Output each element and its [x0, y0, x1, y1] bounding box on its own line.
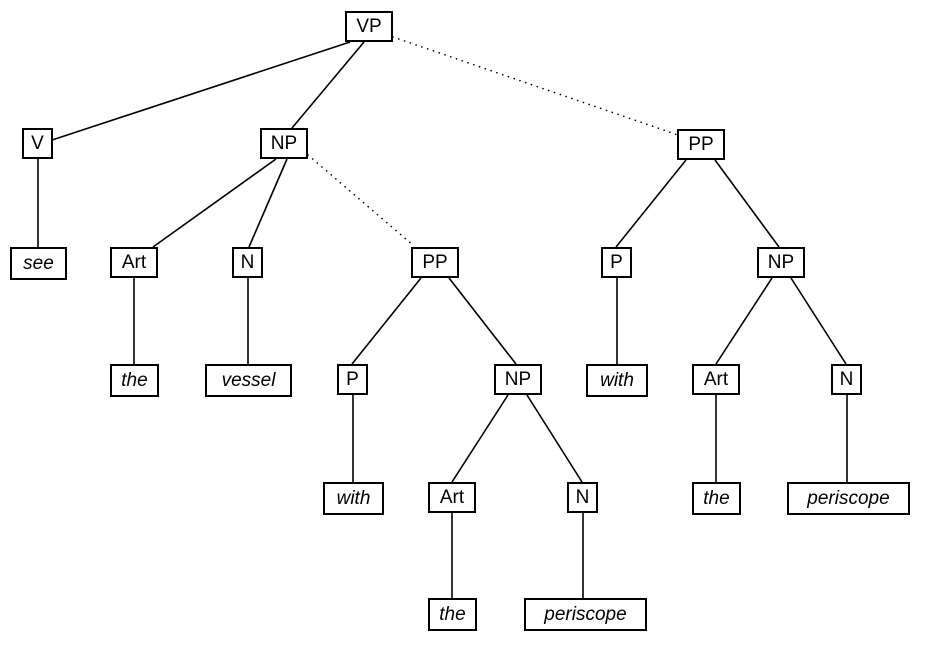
tree-edge-vp-to-pp_right	[392, 36, 679, 136]
tree-node-v: V	[22, 128, 53, 159]
tree-edge-pp_mid-to-np_mid	[448, 277, 517, 365]
tree-node-n_right: N	[831, 364, 862, 395]
tree-edge-np_right-to-art_right	[715, 277, 773, 365]
tree-node-see: see	[10, 247, 67, 280]
tree-edge-vp-to-np1	[291, 41, 365, 129]
tree-edge-vp-to-v	[45, 41, 351, 143]
tree-node-n1: N	[232, 247, 263, 278]
tree-node-art_mid: Art	[428, 482, 476, 513]
tree-edge-np1-to-n1	[248, 158, 288, 248]
tree-node-np_mid: NP	[494, 364, 542, 395]
tree-node-the_r: the	[692, 482, 741, 515]
tree-edge-np1-to-art1	[152, 158, 277, 248]
tree-edge-pp_mid-to-p_mid	[351, 277, 422, 365]
tree-node-with_r: with	[586, 364, 648, 397]
tree-edge-np_mid-to-n_mid	[526, 394, 583, 483]
tree-node-art1: Art	[110, 247, 158, 278]
tree-node-p_mid: P	[337, 364, 368, 395]
tree-node-np_right: NP	[757, 247, 805, 278]
tree-node-n_mid: N	[567, 482, 598, 513]
tree-node-np1: NP	[260, 128, 308, 159]
tree-edge-pp_right-to-np_right	[714, 159, 780, 248]
tree-node-with_m: with	[323, 482, 384, 515]
tree-edge-np_mid-to-art_mid	[451, 394, 509, 483]
tree-edge-np1-to-pp_mid	[307, 154, 415, 247]
tree-node-p_right: P	[601, 247, 632, 278]
tree-node-pp_right: PP	[677, 129, 725, 160]
tree-node-the1: the	[110, 364, 159, 397]
tree-node-pp_mid: PP	[411, 247, 459, 278]
tree-edge-np_right-to-n_right	[790, 277, 847, 365]
tree-node-art_right: Art	[692, 364, 740, 395]
tree-edge-pp_right-to-p_right	[615, 159, 687, 248]
tree-node-peri_m: periscope	[524, 598, 647, 631]
tree-node-vessel: vessel	[205, 364, 292, 397]
tree-node-the_m: the	[428, 598, 477, 631]
tree-node-peri_r: periscope	[787, 482, 910, 515]
tree-node-vp: VP	[345, 11, 393, 42]
